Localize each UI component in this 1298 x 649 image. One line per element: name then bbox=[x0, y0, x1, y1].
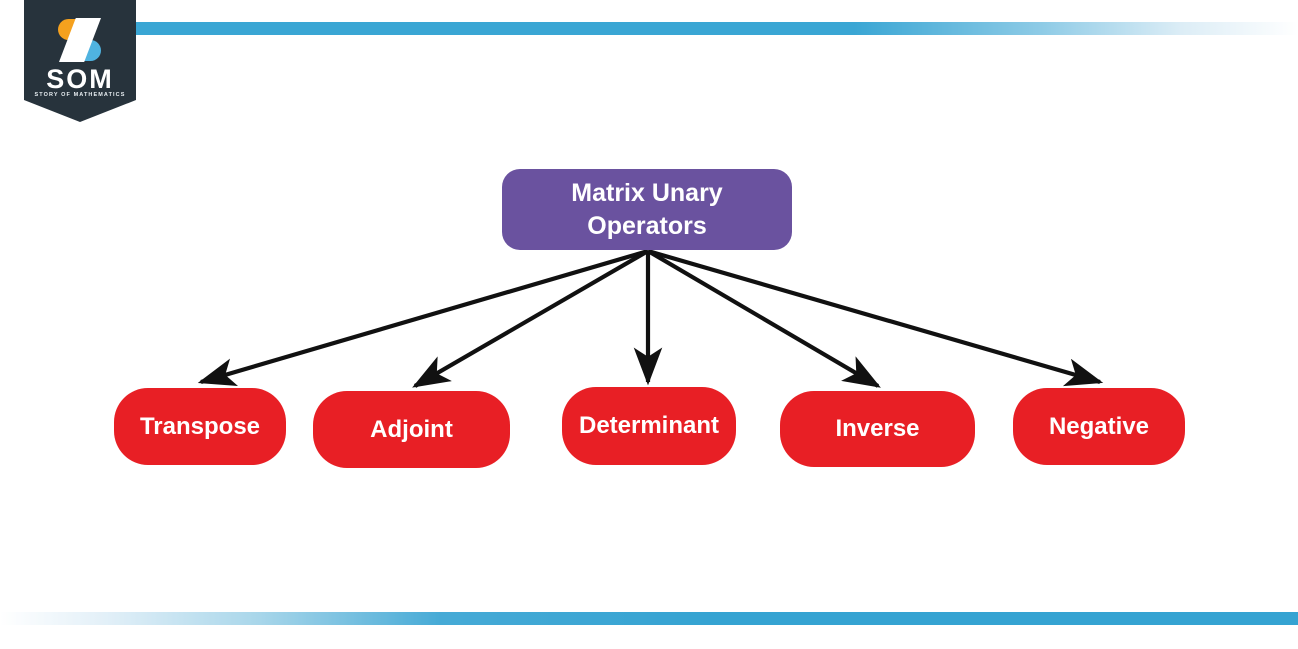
node-inverse[interactable]: Inverse bbox=[780, 391, 975, 467]
arrow-to-transpose bbox=[197, 248, 649, 387]
top-accent-stripe bbox=[130, 22, 1298, 35]
logo-tagline: STORY OF MATHEMATICS bbox=[34, 92, 126, 98]
logo-s-mark-icon bbox=[56, 16, 104, 64]
node-root-label: Matrix Unary Operators bbox=[571, 178, 723, 240]
node-determinant-label: Determinant bbox=[578, 412, 720, 439]
logo-wordmark: SOM bbox=[46, 64, 114, 94]
bottom-accent-stripe bbox=[0, 612, 1298, 625]
som-logo: SOM STORY OF MATHEMATICS bbox=[24, 0, 136, 122]
node-adjoint-label: Adjoint bbox=[370, 415, 453, 443]
arrow-to-inverse bbox=[646, 249, 881, 388]
arrow-to-negative bbox=[647, 248, 1104, 387]
node-determinant[interactable]: Determinant bbox=[562, 387, 736, 465]
node-transpose-label: Transpose bbox=[139, 412, 261, 440]
arrow-to-adjoint bbox=[412, 249, 650, 388]
node-adjoint[interactable]: Adjoint bbox=[313, 391, 510, 468]
node-transpose[interactable]: Transpose bbox=[114, 388, 286, 465]
node-negative[interactable]: Negative bbox=[1013, 388, 1185, 465]
node-matrix-unary-operators[interactable]: Matrix Unary Operators bbox=[502, 169, 792, 250]
node-negative-label: Negative bbox=[1048, 412, 1150, 440]
node-inverse-label: Inverse bbox=[835, 415, 920, 442]
